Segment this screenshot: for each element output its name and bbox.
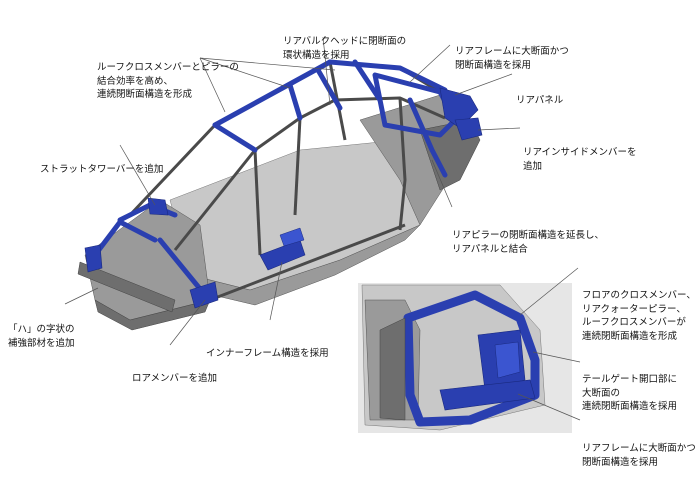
callout-ha-reinforcement: 「ハ」の字状の補強部材を追加	[8, 324, 75, 349]
callout-tailgate-opening: テールゲート開口部に大断面の連続閉断面構造を採用	[582, 374, 678, 412]
car-body-illustration	[77, 59, 483, 331]
callout-floor-cross-member: フロアのクロスメンバー、リアクォーターピラー、ルーフクロスメンバーが連続閉断面構…	[582, 290, 696, 342]
callout-rear-panel: リアパネル	[516, 95, 564, 106]
callout-rear-inside-member: リアインサイドメンバーを追加	[523, 147, 637, 172]
callout-lower-member: ロアメンバーを追加	[132, 373, 218, 384]
callout-strut-tower-bar: ストラットタワーバーを追加	[40, 164, 164, 175]
rear-view-inset	[358, 283, 572, 433]
body-structure-diagram	[64, 36, 581, 433]
leader-lines	[64, 36, 581, 421]
callout-rear-pillar: リアピラーの閉断面構造を延長し、リアパネルと結合	[452, 230, 605, 255]
callout-inner-frame: インナーフレーム構造を採用	[206, 348, 329, 359]
callout-roof-cross-member: ルーフクロスメンバーとピラーの結合効率を高め、連続閉断面構造を形成	[97, 62, 239, 100]
callout-rear-bulkhead: リアバルクヘッドに閉断面の環状構造を採用	[283, 36, 407, 61]
callout-rear-frame-top: リアフレームに大断面かつ閉断面構造を採用	[455, 46, 569, 71]
callout-rear-frame-bottom: リアフレームに大断面かつ閉断面構造を採用	[582, 443, 696, 468]
